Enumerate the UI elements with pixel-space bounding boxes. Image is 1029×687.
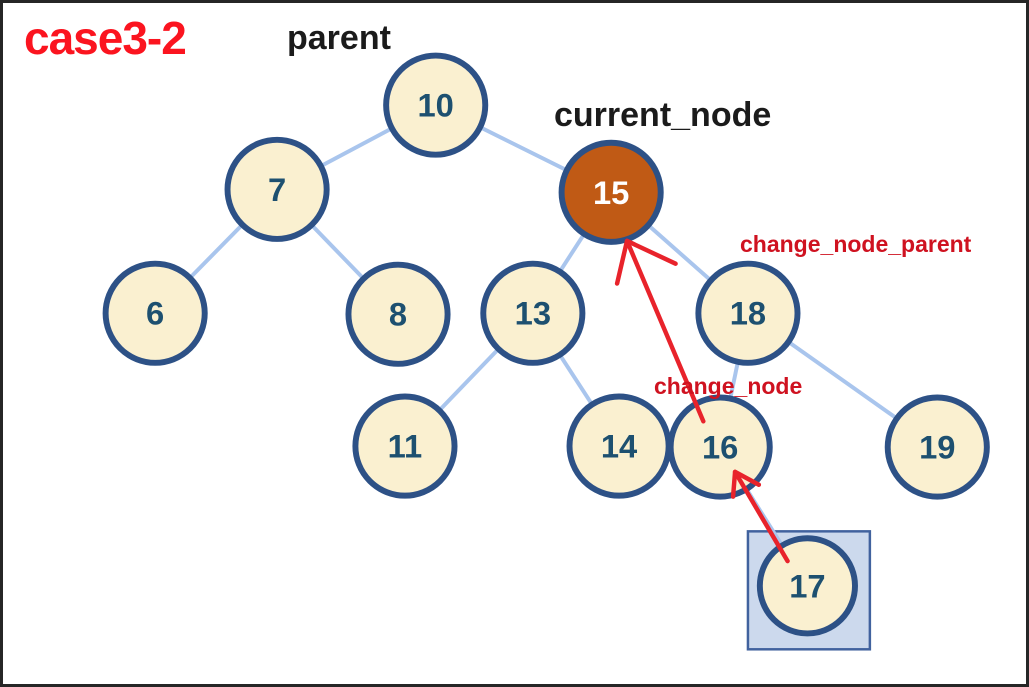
current-node-label: current_node: [554, 96, 772, 134]
tree-node-value-7: 7: [268, 171, 286, 208]
tree-node-value-10: 10: [417, 87, 453, 124]
tree-node-value-13: 13: [515, 295, 551, 332]
tree-node-13: [480, 260, 586, 366]
tree-node-7: [224, 136, 330, 242]
change-node-label: change_node: [654, 373, 803, 399]
tree-node-value-17: 17: [789, 567, 825, 604]
tree-node-19: [884, 394, 990, 500]
tree-node-value-15: 15: [593, 174, 629, 211]
tree-node-value-8: 8: [389, 296, 407, 333]
tree-node-16: [667, 394, 773, 500]
binary-tree-diagram: 10 7 15 6 8 13 18 11 14 16 19 17: [102, 52, 990, 651]
arrow-17-to-16-head: [730, 469, 762, 499]
tree-node-value-18: 18: [730, 295, 766, 332]
tree-node-value-16: 16: [702, 429, 738, 466]
arrow-16-to-15-shaft: [624, 238, 706, 424]
parent-label: parent: [287, 19, 391, 57]
tree-node-17: [756, 535, 858, 637]
arrow-17-to-16-shaft: [732, 469, 790, 564]
tree-node-value-14: 14: [601, 428, 638, 465]
case-title: case3-2: [24, 12, 187, 64]
tree-node-11: [352, 393, 458, 499]
tree-node-6: [102, 260, 208, 366]
tree-node-value-6: 6: [146, 295, 164, 332]
tree-node-18: [695, 260, 801, 366]
tree-node-10: [383, 52, 489, 158]
tree-node-8: [345, 261, 451, 367]
arrow-16-to-15-head: [614, 238, 678, 286]
change-node-parent-label: change_node_parent: [740, 231, 972, 257]
tree-node-15: [558, 139, 664, 245]
tree-node-value-11: 11: [388, 428, 423, 465]
tree-node-value-19: 19: [919, 429, 955, 466]
